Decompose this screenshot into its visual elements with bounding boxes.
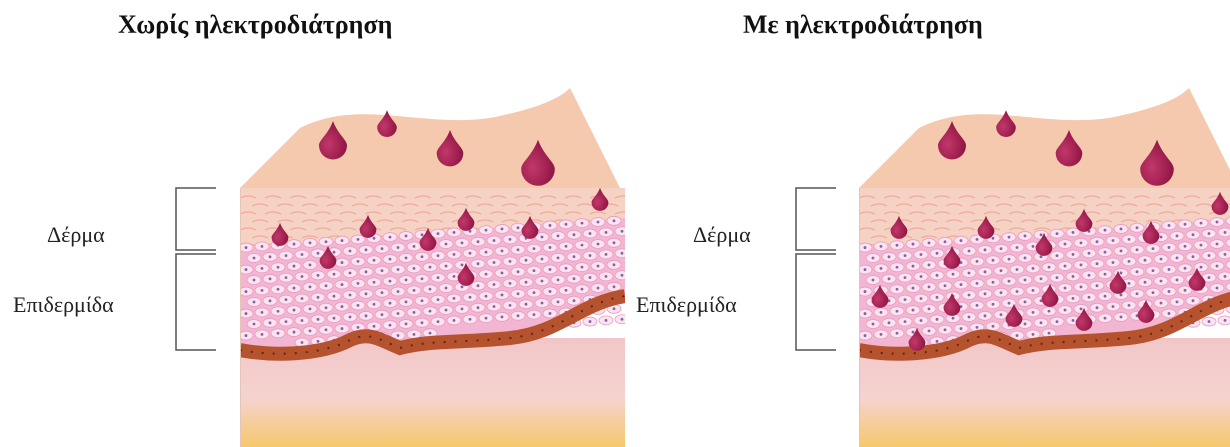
surface-drop bbox=[377, 110, 397, 137]
bracket-left bbox=[170, 180, 220, 360]
bracket-epidermis-right bbox=[796, 254, 836, 350]
bracket-epidermis-left bbox=[176, 254, 216, 350]
title-without-electroporation: Χωρίς ηλεκτροδιάτρηση bbox=[118, 10, 392, 40]
label-dermis-left: Δέρμα bbox=[47, 222, 105, 248]
label-epidermis-left: Επιδερμίδα bbox=[13, 292, 114, 318]
skin-panel-without-electroporation bbox=[240, 88, 625, 447]
label-epidermis-right: Επιδερμίδα bbox=[636, 292, 737, 318]
surface-drop bbox=[996, 110, 1016, 137]
title-with-electroporation: Με ηλεκτροδιάτρηση bbox=[743, 10, 983, 40]
label-dermis-right: Δέρμα bbox=[693, 222, 751, 248]
bracket-right bbox=[790, 180, 840, 360]
skin-panel-with-electroporation bbox=[859, 88, 1230, 447]
bracket-dermis-right bbox=[796, 188, 836, 250]
bracket-dermis-left bbox=[176, 188, 216, 250]
